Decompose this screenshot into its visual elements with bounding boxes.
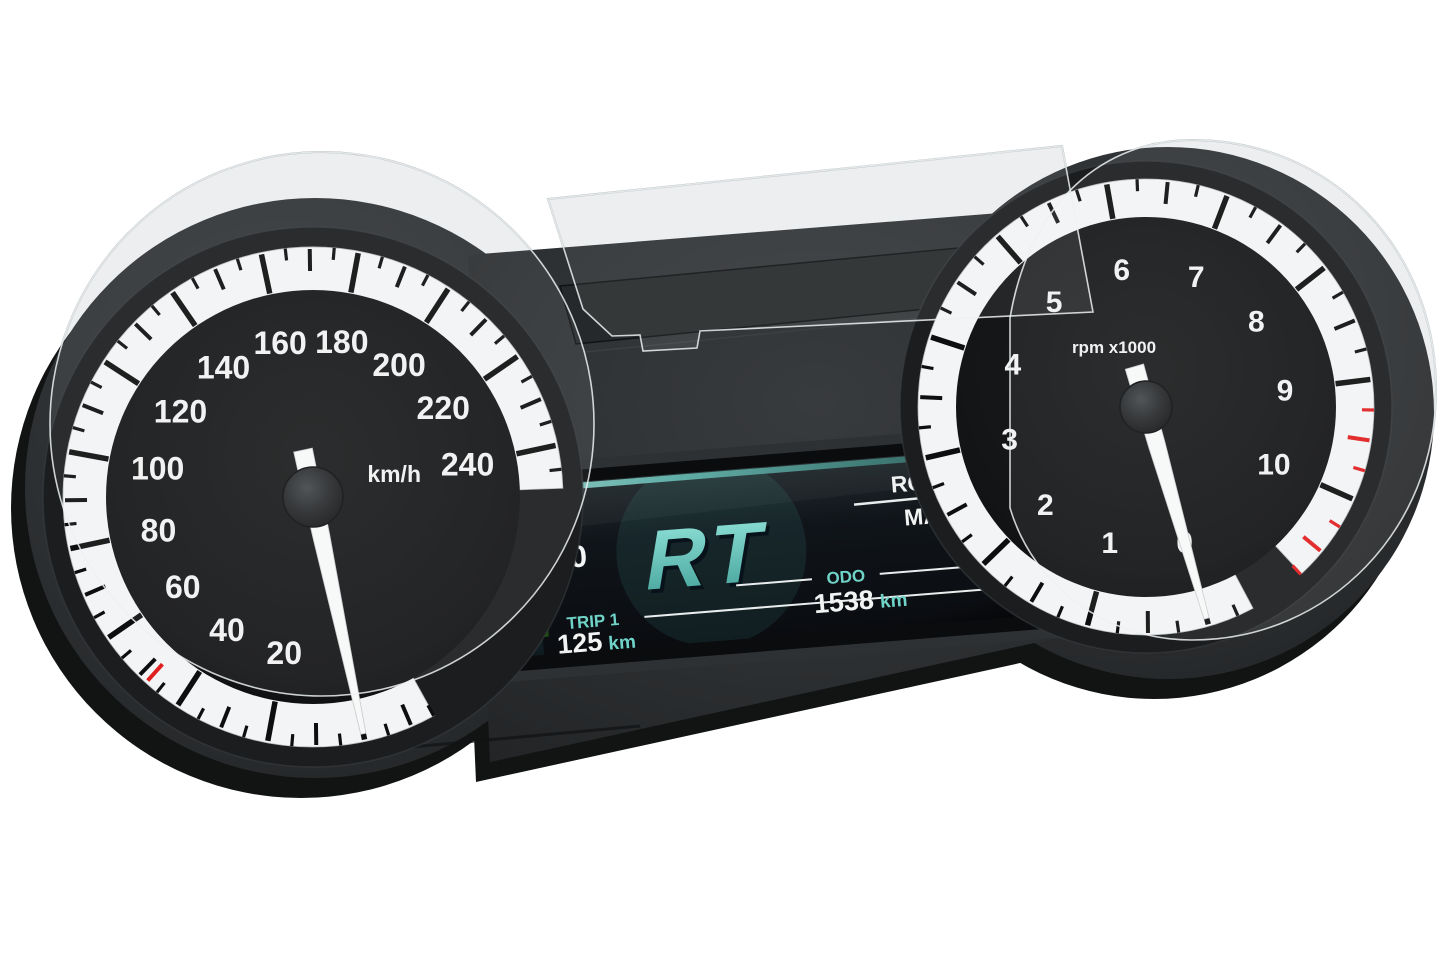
tachometer-tick-label: 2 — [1037, 489, 1054, 522]
tachometer-tick-label: 9 — [1277, 375, 1294, 408]
speedometer-tick-label: 160 — [253, 325, 306, 361]
tachometer-tick-label: 8 — [1248, 306, 1265, 339]
speedometer-tick-label: 200 — [372, 347, 425, 383]
speedometer-tick-label: 80 — [141, 512, 177, 548]
speedometer: 20 4060 80 100 120 140160180200 220 240 — [42, 226, 584, 768]
speedometer-tick-label: 20 — [266, 635, 302, 671]
tachometer: 012345678910 — [899, 160, 1393, 654]
films-front — [49, 139, 1437, 697]
speedometer-tick-label: 100 — [131, 451, 184, 487]
speedometer-tick-label: 240 — [441, 447, 494, 483]
film-speedometer — [49, 151, 595, 697]
rpm-unit-label: rpm x1000 — [1072, 338, 1156, 357]
speedometer-hub — [282, 466, 344, 528]
tachometer-tick-label: 6 — [1113, 254, 1130, 287]
speedometer-tick-label: 60 — [165, 569, 201, 605]
tachometer-tick-label: 4 — [1005, 349, 1022, 382]
tachometer-tick-label: 7 — [1188, 261, 1205, 294]
speed-unit-label: km/h — [367, 461, 421, 487]
tachometer-hub — [1119, 380, 1173, 434]
speedometer-tick-label: 180 — [315, 324, 368, 360]
speedometer-tick-label: 40 — [209, 612, 245, 648]
film-tachometer — [1009, 139, 1437, 641]
tachometer-tick-label: 1 — [1101, 527, 1118, 560]
tachometer-tick-label: 10 — [1257, 449, 1290, 482]
speedometer-tick-label: 220 — [417, 390, 470, 426]
speedometer-tick-label: 140 — [197, 349, 250, 385]
speedometer-tick-label: 120 — [154, 393, 207, 429]
tachometer-tick-label: 5 — [1046, 286, 1063, 319]
film-center — [546, 145, 1094, 352]
